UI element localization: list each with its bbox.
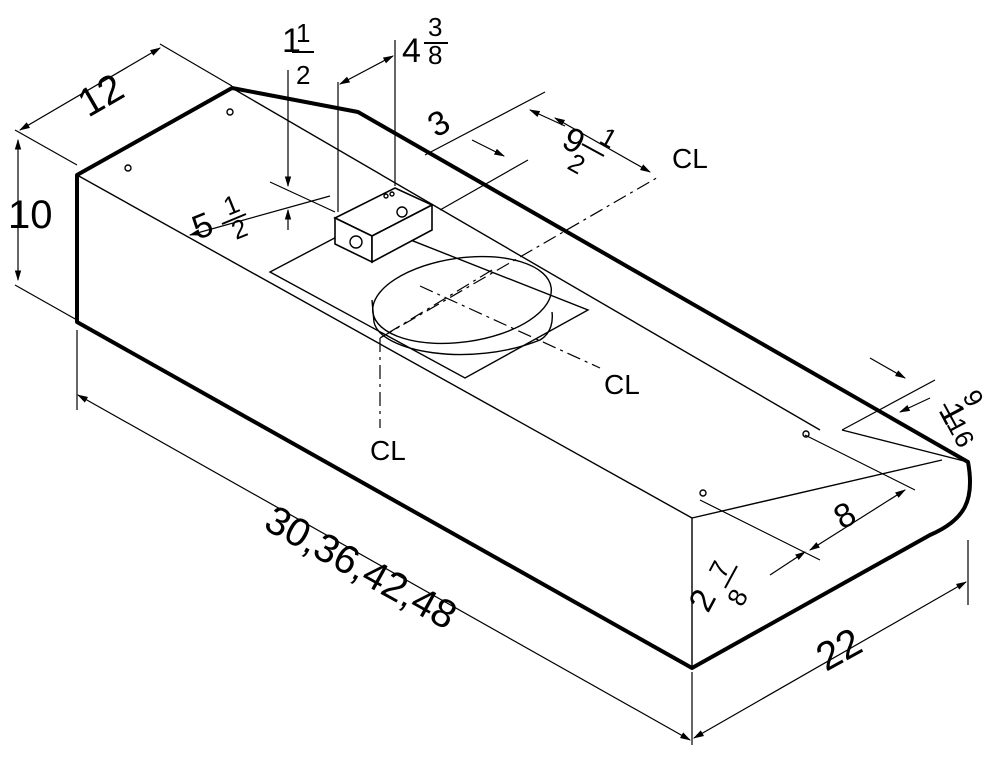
hood-outline (75, 86, 973, 670)
electrical-box (333, 187, 434, 264)
lip-taper (841, 429, 969, 463)
lip-num: 9 (957, 385, 990, 412)
screw-hole (124, 164, 132, 172)
dimension-labels: 10 12 30,36,42,48 22 1 1 2 4 3 8 5 1 2 3… (8, 12, 990, 680)
front-depth-label: 12 (71, 65, 132, 125)
front-edge-whole: 2 (682, 583, 724, 618)
height-label: 10 (8, 193, 53, 237)
box-offset-num: 1 (296, 18, 310, 48)
screw-hole (226, 108, 234, 116)
dimension-lines (14, 40, 969, 745)
duct-collar-top (371, 255, 553, 345)
box-offset-den: 2 (296, 60, 310, 90)
screw-hole (699, 489, 707, 497)
top-back-line (231, 87, 821, 431)
hood-body (75, 86, 973, 670)
box-side-whole: 5 (187, 205, 219, 247)
duct-collar-side (371, 299, 553, 356)
duct-opening (268, 221, 590, 379)
screw-hole (802, 430, 810, 438)
centerline-num: 1 (595, 121, 622, 154)
lip-line (691, 459, 943, 519)
duct-plate (268, 221, 590, 379)
width-options-label: 30,36,42,48 (258, 497, 464, 638)
fraction-bars (221, 42, 957, 589)
centerline-symbol: CL (672, 143, 708, 174)
depth-label: 22 (809, 620, 869, 680)
box-width-whole: 4 (402, 32, 421, 70)
centerline-symbol: CL (604, 369, 640, 400)
box-offset-whole: 1 (282, 22, 301, 60)
box-width-num: 3 (428, 12, 442, 42)
box-width-den: 8 (428, 40, 442, 70)
front-slot-label: 8 (827, 495, 862, 537)
centerline-symbols: CL CL CL (370, 143, 708, 466)
duct-offset-label: 3 (421, 103, 456, 145)
centerline-symbol: CL (370, 435, 406, 466)
